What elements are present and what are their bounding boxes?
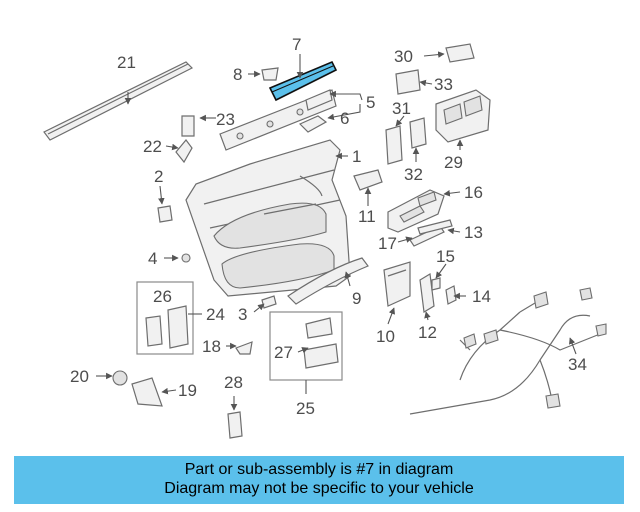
callout-1: 1 xyxy=(352,147,361,166)
leader-lines xyxy=(96,51,577,411)
part-1-door-trim-panel xyxy=(185,139,351,297)
callout-20: 20 xyxy=(70,367,89,386)
part-33-switch xyxy=(395,69,421,95)
callout-31: 31 xyxy=(392,99,411,118)
part-22-clip xyxy=(175,139,193,164)
callout-12: 12 xyxy=(418,323,437,342)
callout-19: 19 xyxy=(178,381,197,400)
callout-25: 25 xyxy=(296,399,315,418)
part-11-cover xyxy=(353,169,383,191)
part-5-trim-panel xyxy=(219,89,337,151)
callout-6: 6 xyxy=(340,109,349,128)
callout-26: 26 xyxy=(153,287,172,306)
callout-18: 18 xyxy=(202,337,221,356)
info-line-part-number: Part or sub-assembly is #7 in diagram xyxy=(184,461,454,478)
callout-27: 27 xyxy=(274,343,293,362)
callout-4: 4 xyxy=(148,249,157,268)
part-19-cover xyxy=(131,377,163,407)
callout-5: 5 xyxy=(366,93,375,112)
part-16-switch-housing xyxy=(387,189,445,233)
callout-10: 10 xyxy=(376,327,395,346)
callout-3: 3 xyxy=(238,305,247,324)
part-15-clip xyxy=(431,277,441,291)
part-2-clip xyxy=(157,205,173,223)
part-18-clip xyxy=(235,341,253,355)
part-4-fastener xyxy=(181,253,191,263)
callout-14: 14 xyxy=(472,287,491,306)
part-21-molding xyxy=(43,61,194,141)
info-banner: Part or sub-assembly is #7 in diagram Di… xyxy=(14,456,624,504)
callout-2: 2 xyxy=(154,167,163,186)
box-24 xyxy=(136,281,194,355)
part-7-weatherstrip[interactable] xyxy=(268,60,338,102)
part-29-switch-panel xyxy=(435,89,491,143)
part-6-bracket xyxy=(298,115,328,133)
part-9-pull-handle xyxy=(287,257,369,305)
callout-13: 13 xyxy=(464,223,483,242)
callout-34: 34 xyxy=(568,355,587,374)
callout-24: 24 xyxy=(206,305,225,324)
callout-33: 33 xyxy=(434,75,453,94)
callout-23: 23 xyxy=(216,110,235,129)
parts-diagram: 7 8 21 23 5 6 22 1 2 4 3 11 16 17 13 15 … xyxy=(43,35,607,439)
box-25 xyxy=(269,311,343,381)
part-23-hinge-clip xyxy=(181,115,195,137)
part-8-clip xyxy=(261,67,279,81)
part-32-switch xyxy=(409,117,427,149)
part-12-bracket xyxy=(419,273,435,313)
info-line-disclaimer: Diagram may not be specific to your vehi… xyxy=(164,480,474,497)
part-20-button xyxy=(112,370,128,386)
callout-8: 8 xyxy=(233,65,242,84)
callout-16: 16 xyxy=(464,183,483,202)
callout-21: 21 xyxy=(117,53,136,72)
part-34-wiring-harness xyxy=(409,287,607,415)
part-14-clip xyxy=(445,285,457,305)
part-3-fastener xyxy=(261,295,277,309)
callout-30: 30 xyxy=(394,47,413,66)
callout-22: 22 xyxy=(143,137,162,156)
part-10-panel xyxy=(383,261,411,307)
callout-9: 9 xyxy=(352,289,361,308)
part-31-switch xyxy=(385,125,403,165)
part-13-strip xyxy=(417,219,453,235)
callout-11: 11 xyxy=(358,207,376,226)
callout-15: 15 xyxy=(436,247,455,266)
callout-7: 7 xyxy=(292,35,301,54)
part-30-switch xyxy=(445,43,475,63)
callout-17: 17 xyxy=(378,234,397,253)
callout-29: 29 xyxy=(444,153,463,172)
callout-32: 32 xyxy=(404,165,423,184)
part-28-clip xyxy=(227,411,243,439)
callout-28: 28 xyxy=(224,373,243,392)
